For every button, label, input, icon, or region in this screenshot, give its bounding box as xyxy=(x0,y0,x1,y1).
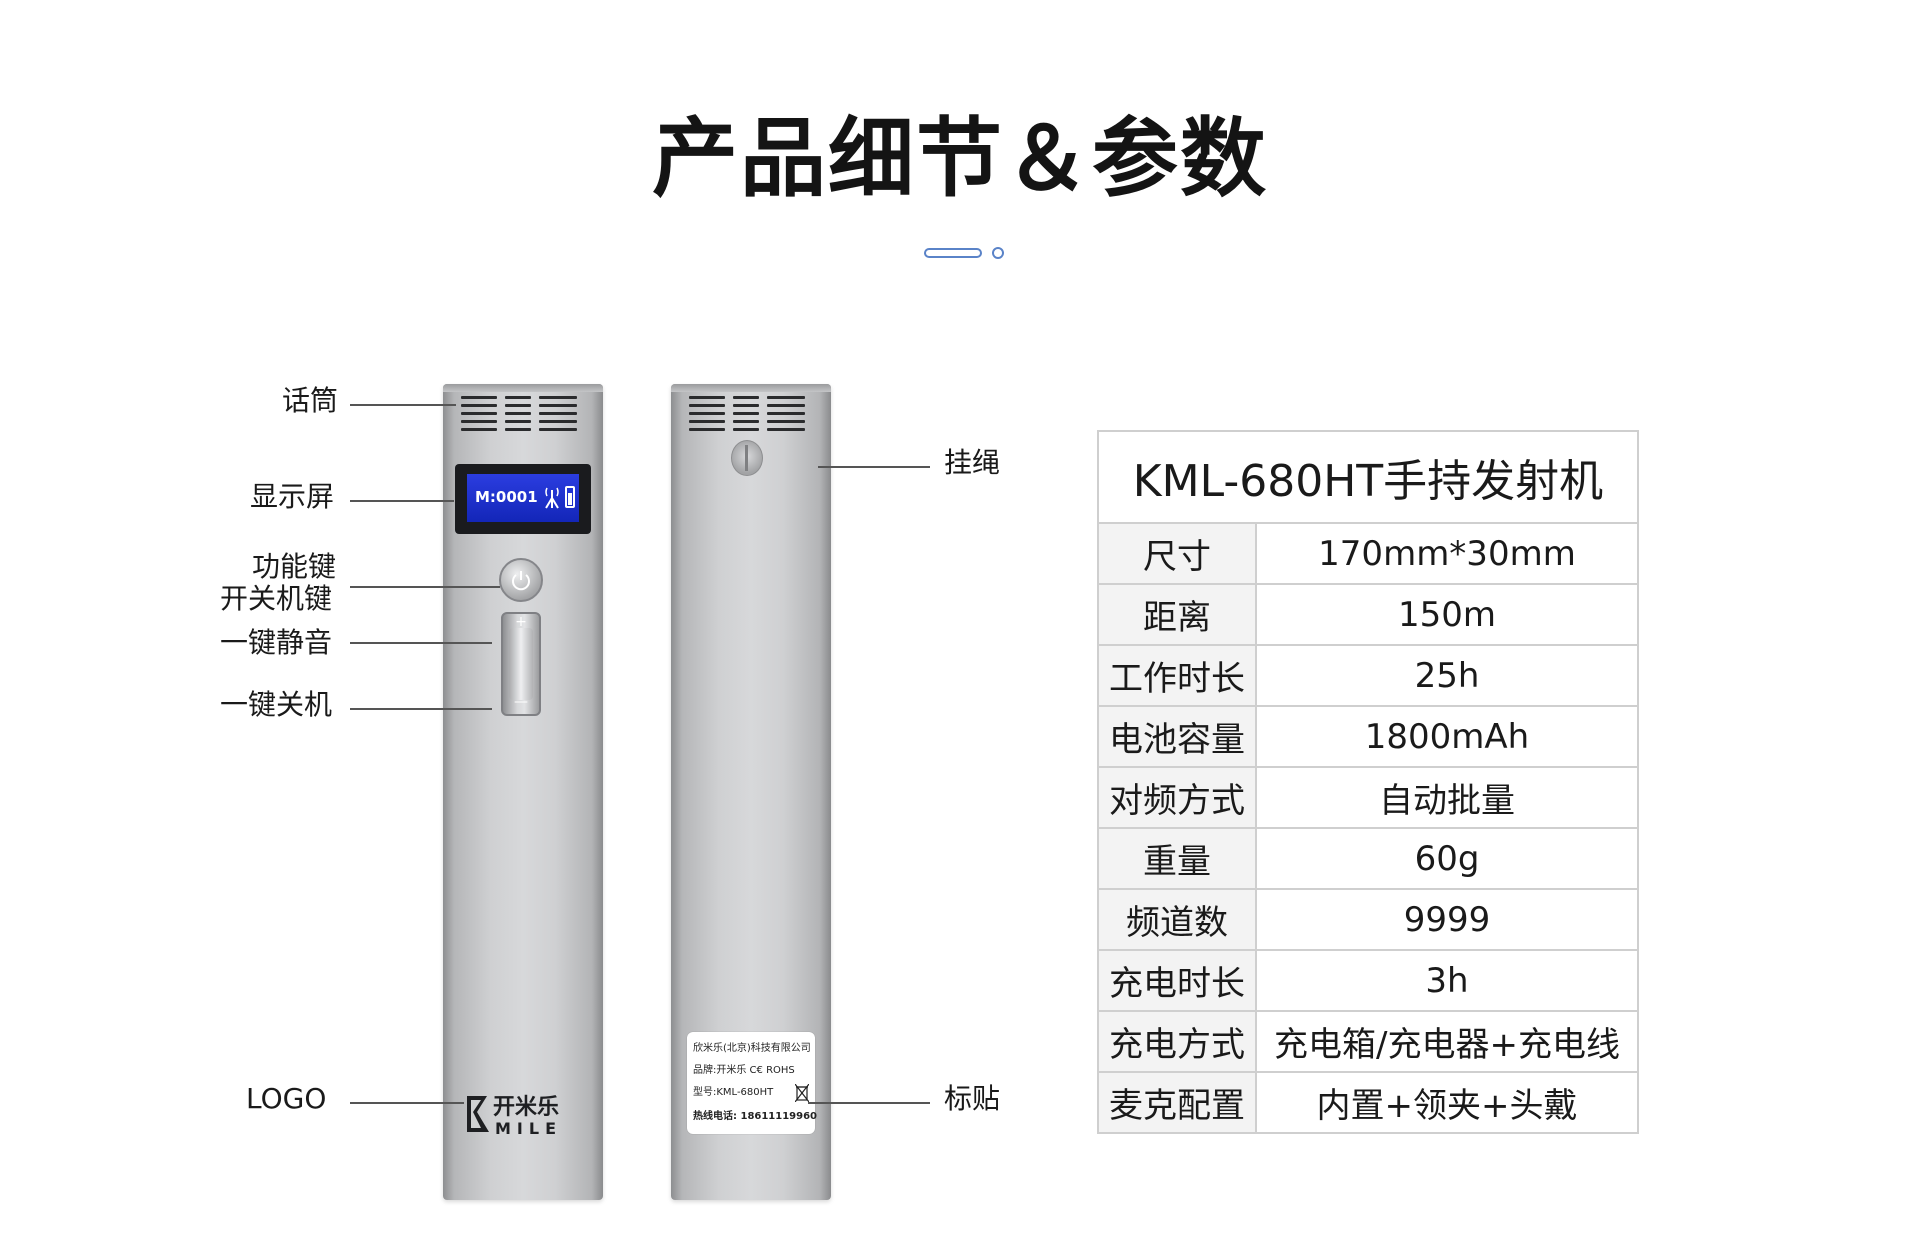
callout-microphone: 话筒 xyxy=(282,384,339,417)
battery-icon xyxy=(565,486,575,508)
callout-line-lanyard xyxy=(818,466,930,468)
spec-key: 对频方式 xyxy=(1097,766,1257,829)
spec-value: 60g xyxy=(1255,827,1639,890)
spec-key: 充电时长 xyxy=(1097,949,1257,1012)
lanyard-hole xyxy=(731,440,763,476)
brand-logo: 开米乐 MILE xyxy=(463,1090,583,1138)
spec-value: 充电箱/充电器+充电线 xyxy=(1255,1010,1639,1073)
spec-value: 3h xyxy=(1255,949,1639,1012)
volume-rocker[interactable]: + — xyxy=(501,612,541,716)
spec-key: 电池容量 xyxy=(1097,705,1257,768)
weee-bin-icon xyxy=(795,1084,809,1102)
callout-lanyard: 挂绳 xyxy=(944,446,1001,479)
callout-line-mute xyxy=(350,642,492,644)
callout-sticker: 标贴 xyxy=(944,1082,1001,1115)
mute-plus-label: + xyxy=(515,614,527,630)
screen-channel-text: M:0001 xyxy=(475,488,538,506)
microphone-grille xyxy=(461,396,585,431)
front-device: M:0001 + — 开米乐 MILE xyxy=(443,384,603,1200)
callout-line-display xyxy=(350,500,454,502)
spec-title: KML-680HT手持发射机 xyxy=(1097,430,1639,524)
page-title: 产品细节＆参数 xyxy=(652,109,1268,209)
callout-shutdown: 一键关机 xyxy=(220,688,333,721)
back-device: 欣米乐(北京)科技有限公司 品牌:开米乐 C€ ROHS 型号:KML-680H… xyxy=(671,384,831,1200)
callout-power-key: 开关机键 xyxy=(220,582,333,615)
sticker-hotline: 热线电话: 18611119960 xyxy=(693,1111,818,1122)
callout-logo: LOGO xyxy=(246,1082,327,1115)
logo-text: 开米乐 xyxy=(493,1095,559,1120)
back-grille xyxy=(689,396,813,431)
spec-value: 1800mAh xyxy=(1255,705,1639,768)
spec-value: 内置+领夹+头戴 xyxy=(1255,1071,1639,1134)
decor-dot xyxy=(992,247,1004,259)
display-screen: M:0001 xyxy=(455,464,591,534)
sticker-model: 型号:KML-680HT xyxy=(693,1087,774,1098)
spec-value: 170mm*30mm xyxy=(1255,522,1639,585)
decor-pill xyxy=(924,248,982,258)
antenna-icon xyxy=(545,487,559,509)
spec-title-row: KML-680HT手持发射机 xyxy=(1097,430,1639,524)
spec-value: 9999 xyxy=(1255,888,1639,951)
spec-key: 充电方式 xyxy=(1097,1010,1257,1073)
callout-function-key: 功能键 xyxy=(252,550,337,583)
table-row: 充电方式充电箱/充电器+充电线 xyxy=(1097,1010,1639,1073)
callout-line-logo xyxy=(350,1102,464,1104)
off-minus-label: — xyxy=(514,694,528,710)
callout-line-power xyxy=(350,586,500,588)
spec-key: 麦克配置 xyxy=(1097,1071,1257,1134)
callout-line-sticker xyxy=(808,1102,930,1104)
spec-key: 距离 xyxy=(1097,583,1257,646)
table-row: 对频方式自动批量 xyxy=(1097,766,1639,829)
callout-line-microphone xyxy=(350,404,456,406)
logo-mark-icon: 开米乐 MILE xyxy=(467,1095,562,1138)
spec-value: 25h xyxy=(1255,644,1639,707)
callout-line-shutdown xyxy=(350,708,492,710)
label-sticker: 欣米乐(北京)科技有限公司 品牌:开米乐 C€ ROHS 型号:KML-680H… xyxy=(687,1032,818,1134)
title-decoration xyxy=(924,246,1008,262)
callout-mute: 一键静音 xyxy=(220,626,333,659)
callout-display: 显示屏 xyxy=(250,480,335,513)
logo-subtext: MILE xyxy=(495,1119,562,1138)
sticker-company: 欣米乐(北京)科技有限公司 xyxy=(693,1043,811,1054)
spec-key: 频道数 xyxy=(1097,888,1257,951)
table-row: 麦克配置内置+领夹+头戴 xyxy=(1097,1071,1639,1134)
power-button[interactable] xyxy=(499,558,543,602)
spec-key: 重量 xyxy=(1097,827,1257,890)
spec-value: 150m xyxy=(1255,583,1639,646)
spec-value: 自动批量 xyxy=(1255,766,1639,829)
spec-key: 工作时长 xyxy=(1097,644,1257,707)
spec-key: 尺寸 xyxy=(1097,522,1257,585)
power-icon xyxy=(512,571,530,591)
sticker-brand: 品牌:开米乐 C€ ROHS xyxy=(693,1065,795,1076)
